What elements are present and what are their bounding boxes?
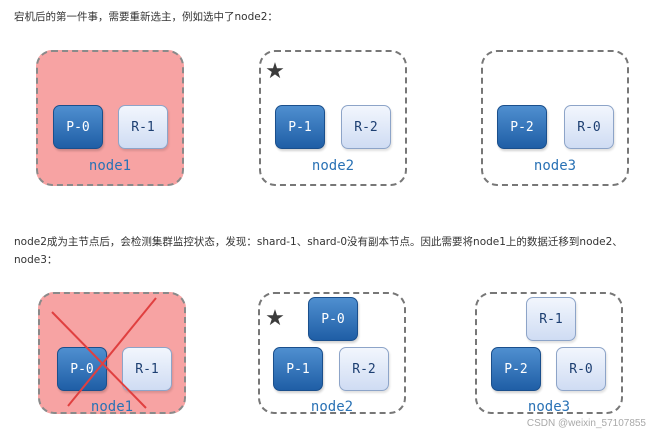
shard-replica: R-2 xyxy=(339,347,389,391)
master-star-icon: ★ xyxy=(265,306,285,331)
node1-label: node1 xyxy=(88,158,132,174)
shard-primary: P-1 xyxy=(275,105,325,149)
migration-paragraph: node2成为主节点后，会检测集群监控状态，发现：shard-1、shard-0… xyxy=(14,236,623,266)
shard-primary: P-0 xyxy=(53,105,103,149)
node3-label: node3 xyxy=(533,158,577,174)
shard-primary: P-0 xyxy=(308,297,358,341)
shard-replica: R-0 xyxy=(556,347,606,391)
node3-label: node3 xyxy=(527,399,571,415)
shard-replica: R-2 xyxy=(341,105,391,149)
node2-box xyxy=(259,50,407,186)
node3-box xyxy=(481,50,629,186)
node2-box xyxy=(258,292,406,414)
watermark: CSDN @weixin_57107855 xyxy=(526,418,646,429)
node2-label: node2 xyxy=(310,399,354,415)
node1-label: node1 xyxy=(90,399,134,415)
shard-replica: R-1 xyxy=(526,297,576,341)
node2-label: node2 xyxy=(311,158,355,174)
shard-primary: P-2 xyxy=(491,347,541,391)
shard-primary: P-2 xyxy=(497,105,547,149)
shard-replica: R-1 xyxy=(122,347,172,391)
shard-primary: P-1 xyxy=(273,347,323,391)
shard-replica: R-0 xyxy=(564,105,614,149)
shard-replica: R-1 xyxy=(118,105,168,149)
node3-box xyxy=(475,292,623,414)
intro-paragraph: 宕机后的第一件事，需要重新选主，例如选中了node2： xyxy=(14,11,278,23)
master-star-icon: ★ xyxy=(265,59,285,84)
node-down-cross-icon xyxy=(51,297,157,409)
